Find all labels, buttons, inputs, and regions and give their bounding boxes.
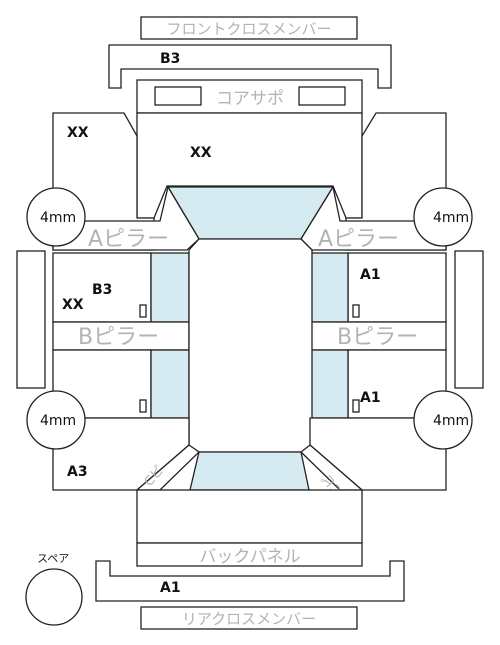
spare-label: スペア [37,552,69,565]
front-member-bracket[interactable] [108,44,392,89]
a-pillar-left-label: Aピラー [88,227,169,252]
left-side-sill[interactable] [16,250,46,389]
trunk-lid[interactable] [136,489,363,544]
core-support-label: コアサポ [216,89,284,109]
left-front-door-code-b3: B3 [92,282,112,298]
rear-cross-member-box[interactable] [140,606,358,630]
rear-member-code: A1 [160,580,181,596]
right-rear-window[interactable] [309,349,349,419]
tire-rear-right[interactable] [413,390,473,450]
left-front-door-handle[interactable] [139,304,147,318]
right-front-door-handle[interactable] [352,304,360,318]
left-front-window[interactable] [150,252,190,323]
rear-member-bracket[interactable] [95,560,405,602]
tire-rear-right-depth: 4mm [433,413,469,429]
tire-rear-left[interactable] [26,390,86,450]
front-cross-member-box[interactable] [140,16,358,40]
right-rear-door[interactable] [347,349,447,419]
left-rear-window[interactable] [150,349,190,419]
tire-front-right-depth: 4mm [433,210,469,226]
tire-rear-left-depth: 4mm [40,413,76,429]
b-pillar-right-label: Bピラー [337,325,418,350]
right-rear-door-handle[interactable] [352,399,360,413]
back-panel-box[interactable] [136,542,363,567]
left-front-door-code-xx: XX [62,297,84,313]
right-headlight[interactable] [298,86,346,106]
front-left-fender-code: XX [67,125,89,141]
right-front-door[interactable] [347,252,447,323]
right-rear-door-code: A1 [360,390,381,406]
tire-front-left[interactable] [26,187,86,247]
tire-front-left-depth: 4mm [40,210,76,226]
front-cross-member-label: フロントクロスメンバー [166,20,331,38]
a-pillar-right-label: Aピラー [318,227,399,252]
left-rear-quarter-code: A3 [67,464,88,480]
right-side-sill[interactable] [454,250,484,389]
front-member-code: B3 [160,51,180,67]
spare-tire[interactable] [25,568,83,626]
hood-code: XX [190,145,212,161]
b-pillar-right[interactable] [309,321,447,351]
left-headlight[interactable] [154,86,202,106]
right-front-door-code: A1 [360,267,381,283]
rear-cross-member-label: リアクロスメンバー [182,610,316,628]
rear-window[interactable] [189,451,310,491]
right-front-window[interactable] [309,252,349,323]
b-pillar-left-label: Bピラー [78,325,159,350]
left-front-door[interactable] [52,252,152,323]
left-rear-door-handle[interactable] [139,399,147,413]
roof-panel[interactable] [188,238,313,453]
tire-front-right[interactable] [413,187,473,247]
back-panel-label: バックパネル [199,547,300,567]
